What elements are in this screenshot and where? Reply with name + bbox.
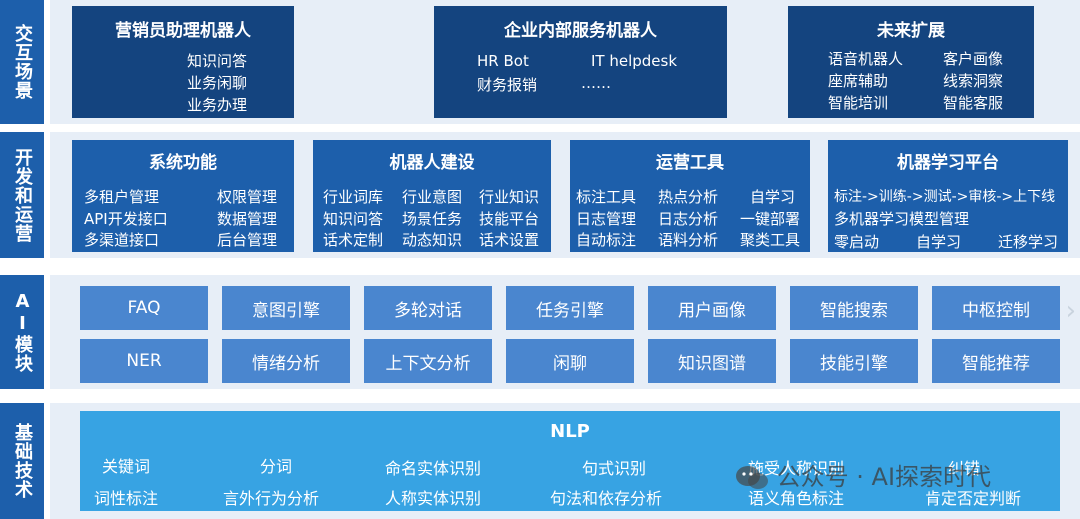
item: IT helpdesk — [591, 52, 678, 70]
item: 行业意图 — [402, 188, 463, 206]
item: 权限管理 — [217, 188, 278, 206]
box-title: 机器学习平台 — [897, 153, 999, 173]
foundation-band: 基础技术 NLP 关键词 分词 命名实体识别 句式识别 施受人称识别 纠错 词性… — [0, 403, 1080, 519]
box-nlp: NLP 关键词 分词 命名实体识别 句式识别 施受人称识别 纠错 词性标注 言外… — [80, 411, 1060, 511]
item: 自学习 — [916, 233, 962, 251]
item: 知识问答 — [187, 52, 248, 70]
nlp-item: 施受人称识别 — [748, 459, 845, 478]
item: 行业知识 — [479, 188, 540, 206]
item: 知识问答 — [323, 210, 384, 228]
item: 业务办理 — [187, 96, 248, 114]
nlp-item: 句法和依存分析 — [550, 489, 663, 508]
ai-module-faq: FAQ — [80, 286, 208, 330]
item: 话术设置 — [479, 231, 540, 249]
item: 语料分析 — [658, 231, 719, 249]
item: 后台管理 — [217, 231, 278, 249]
box-future-expansion: 未来扩展 语音机器人 客户画像 座席辅助 线索洞察 智能培训 智能客服 — [788, 6, 1034, 118]
item: HR Bot — [477, 52, 529, 70]
watermark: 公众号 · AI探索时代 — [735, 457, 991, 492]
item: 一键部署 — [740, 210, 801, 228]
ai-module-intent-engine: 意图引擎 — [222, 286, 350, 330]
nlp-item: 句式识别 — [582, 459, 647, 478]
ai-module-emotion: 情绪分析 — [222, 339, 350, 383]
box-title: 未来扩展 — [877, 21, 945, 41]
ai-module-ner: NER — [80, 339, 208, 383]
ai-module-smart-recommend: 智能推荐 — [932, 339, 1060, 383]
item: 语音机器人 — [828, 50, 904, 68]
item: 日志管理 — [576, 210, 637, 228]
item: 日志分析 — [658, 210, 719, 228]
box-ops-tools: 运营工具 标注工具 热点分析 自学习 日志管理 日志分析 一键部署 自动标注 语… — [570, 140, 810, 252]
nlp-item: 语义角色标注 — [748, 489, 845, 508]
item: 智能培训 — [828, 94, 889, 112]
ai-module-multi-turn: 多轮对话 — [364, 286, 492, 330]
item: 聚类工具 — [740, 231, 801, 249]
box-internal-service-robot: 企业内部服务机器人 HR Bot IT helpdesk 财务报销 …… — [434, 6, 727, 118]
ai-module-central-control: 中枢控制 — [932, 286, 1060, 330]
band-label-ai: AI模块 — [0, 275, 44, 389]
ai-module-smart-search: 智能搜索 — [790, 286, 918, 330]
nlp-item: 言外行为分析 — [223, 489, 320, 508]
item: 多机器学习模型管理 — [834, 210, 970, 228]
ai-module-context: 上下文分析 — [364, 339, 492, 383]
item: 自动标注 — [576, 231, 637, 249]
ai-module-knowledge-graph: 知识图谱 — [648, 339, 776, 383]
item: 财务报销 — [477, 76, 538, 94]
item: 迁移学习 — [998, 233, 1059, 251]
devops-band: 开发和运营 系统功能 多租户管理 权限管理 API开发接口 数据管理 多渠道接口… — [0, 132, 1080, 258]
item: 业务闲聊 — [187, 74, 248, 92]
item: API开发接口 — [84, 210, 168, 228]
item: 标注工具 — [576, 188, 637, 206]
nlp-item: 分词 — [260, 457, 293, 476]
box-title: 机器人建设 — [389, 153, 475, 173]
band-label-devops: 开发和运营 — [0, 132, 44, 258]
box-title: 企业内部服务机器人 — [504, 21, 657, 41]
box-title: 运营工具 — [656, 153, 724, 173]
ai-module-chitchat: 闲聊 — [506, 339, 634, 383]
interaction-band: 交互场景 营销员助理机器人 知识问答 业务闲聊 业务办理 企业内部服务机器人 H… — [0, 0, 1080, 124]
nlp-item: 人称实体识别 — [385, 489, 482, 508]
item: 客户画像 — [943, 50, 1004, 68]
item: 数据管理 — [217, 210, 278, 228]
ai-module-skill-engine: 技能引擎 — [790, 339, 918, 383]
nlp-item: 词性标注 — [94, 489, 159, 508]
item: 热点分析 — [658, 188, 719, 206]
item: …… — [581, 74, 611, 92]
item: 标注->训练->测试->审核->上下线 — [834, 189, 1056, 205]
item: 动态知识 — [402, 231, 463, 249]
band-label-foundation: 基础技术 — [0, 403, 44, 519]
item: 多渠道接口 — [84, 231, 160, 249]
nlp-item: 纠错 — [948, 459, 981, 478]
ai-module-task-engine: 任务引擎 — [506, 286, 634, 330]
nlp-title: NLP — [550, 421, 590, 442]
item: 话术定制 — [323, 231, 384, 249]
item: 技能平台 — [479, 210, 540, 228]
wechat-icon — [735, 464, 769, 492]
item: 座席辅助 — [828, 72, 889, 90]
item: 智能客服 — [943, 94, 1004, 112]
box-title: 系统功能 — [149, 153, 217, 173]
box-robot-building: 机器人建设 行业词库 行业意图 行业知识 知识问答 场景任务 技能平台 话术定制… — [313, 140, 551, 252]
box-marketing-robot: 营销员助理机器人 知识问答 业务闲聊 业务办理 — [72, 6, 294, 118]
item: 线索洞察 — [943, 72, 1004, 90]
nlp-item: 关键词 — [102, 457, 151, 476]
item: 场景任务 — [402, 210, 463, 228]
band-label-interaction: 交互场景 — [0, 0, 44, 124]
box-system-functions: 系统功能 多租户管理 权限管理 API开发接口 数据管理 多渠道接口 后台管理 — [72, 140, 294, 252]
box-title: 营销员助理机器人 — [115, 21, 251, 41]
chevron-right-icon: › — [1065, 296, 1076, 326]
nlp-item: 命名实体识别 — [385, 459, 482, 478]
box-ml-platform: 机器学习平台 标注->训练->测试->审核->上下线 多机器学习模型管理 零启动… — [828, 140, 1068, 252]
ai-module-user-profile: 用户画像 — [648, 286, 776, 330]
ai-band: AI模块 FAQ 意图引擎 多轮对话 任务引擎 用户画像 智能搜索 中枢控制 N… — [0, 275, 1080, 389]
item: 行业词库 — [323, 188, 384, 206]
item: 自学习 — [750, 188, 796, 206]
watermark-text: 公众号 · AI探索时代 — [776, 463, 992, 491]
item: 多租户管理 — [84, 188, 160, 206]
nlp-item: 肯定否定判断 — [925, 489, 1022, 508]
item: 零启动 — [834, 233, 880, 251]
